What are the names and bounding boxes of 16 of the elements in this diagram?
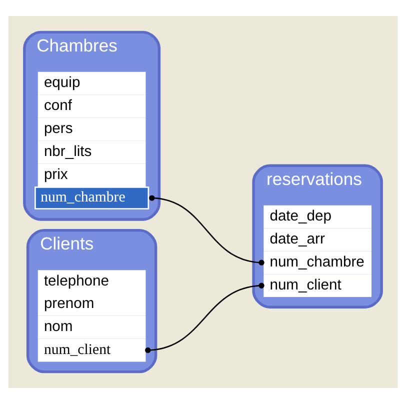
- node-box: equip: [38, 71, 146, 94]
- node-box: prix: [38, 163, 146, 186]
- node-box: prenom: [38, 292, 146, 316]
- node-box: conf: [38, 94, 146, 118]
- node-box: nom: [38, 315, 146, 338]
- node-box: num_chambre: [264, 250, 372, 274]
- node-box: num_chambre: [34, 186, 150, 209]
- node-box: date_arr: [264, 228, 372, 251]
- node-box: pers: [38, 117, 146, 140]
- node-box: telephone: [38, 270, 146, 292]
- connector: [145, 282, 264, 353]
- connector: [149, 194, 264, 265]
- node-box: date_dep: [264, 204, 372, 228]
- node-box: num_client: [38, 338, 146, 362]
- node-box: nbr_lits: [38, 140, 146, 164]
- node-box: num_client: [264, 274, 372, 297]
